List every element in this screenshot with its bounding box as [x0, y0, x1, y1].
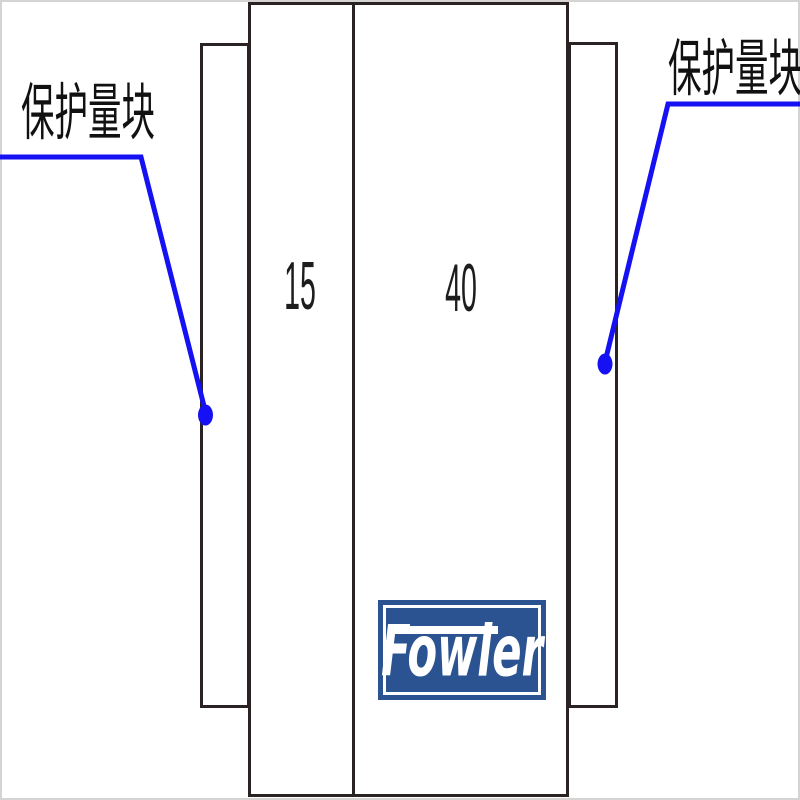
gauge-block-15-label: 15 [284, 248, 316, 324]
fowler-logo-border: Fowler [381, 605, 543, 695]
gauge-block-divider-line [352, 2, 355, 797]
protective-gauge-block-left [200, 43, 250, 708]
fowler-logo-top-bar [403, 626, 498, 634]
fowler-logo-text: Fowler [381, 610, 543, 693]
left-protective-label: 保护量块 [21, 79, 155, 148]
fowler-logo: Fowler [378, 600, 546, 700]
right-protective-label: 保护量块 [668, 35, 800, 104]
protective-gauge-block-right [568, 42, 618, 708]
left-leader-line [0, 154, 208, 411]
gauge-block-40-label: 40 [445, 250, 477, 326]
gauge-block-stack-outline [248, 2, 569, 797]
right-leader-line [603, 101, 800, 359]
